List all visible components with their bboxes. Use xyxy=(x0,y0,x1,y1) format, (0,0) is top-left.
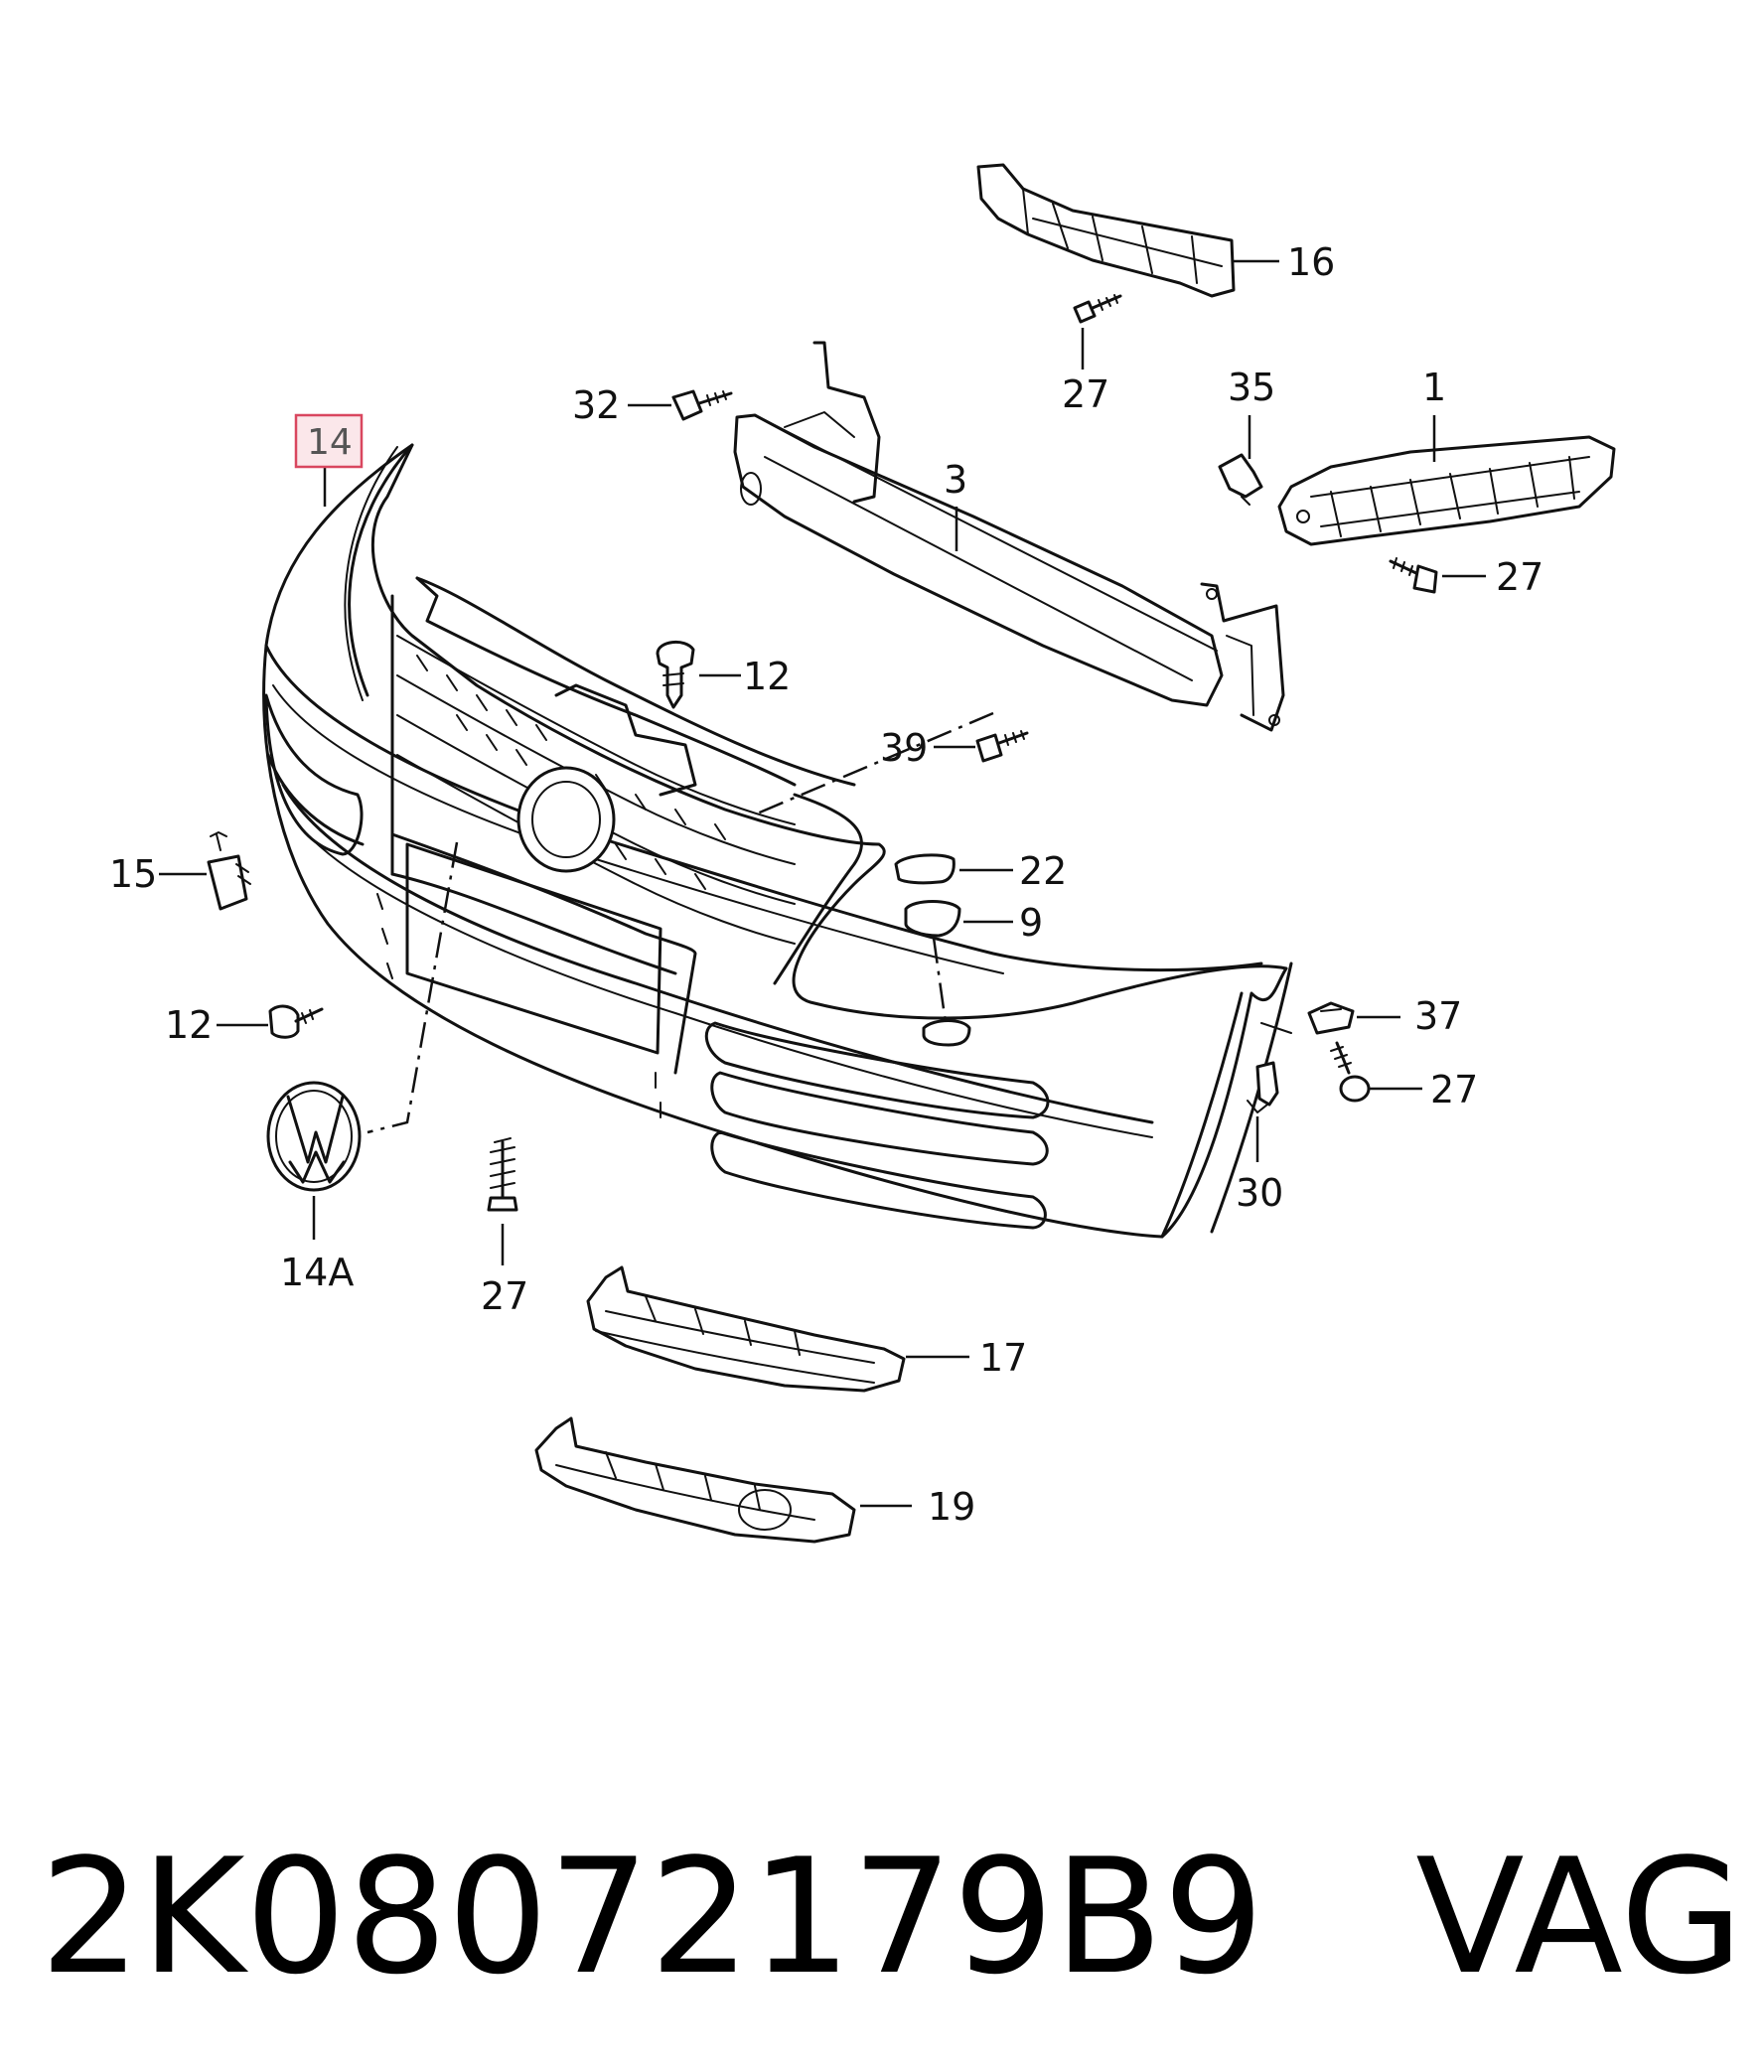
callout-27-bottom: 27 xyxy=(481,1274,528,1318)
leader-lines xyxy=(159,259,1486,1508)
clip-37 xyxy=(1307,1001,1355,1035)
screw-27-bottom xyxy=(487,1137,518,1212)
callout-27-top: 27 xyxy=(1062,372,1109,416)
callout-16: 16 xyxy=(1287,240,1335,284)
callout-14: 14 xyxy=(307,422,353,463)
clip-35 xyxy=(1218,453,1263,506)
callouts: 16 27 32 35 1 3 27 12 39 22 15 9 12 37 2… xyxy=(109,240,1544,1529)
callout-32: 32 xyxy=(572,383,620,427)
screw-27-top xyxy=(1073,294,1122,324)
callout-27-far-right: 27 xyxy=(1430,1068,1478,1111)
callout-12-top: 12 xyxy=(743,655,791,698)
screw-27-right xyxy=(1389,557,1438,594)
emblem-14a xyxy=(266,1081,362,1192)
part-3-reinforcement-bar xyxy=(733,341,1285,732)
callout-14-highlight xyxy=(294,413,364,469)
tow-eye-opening xyxy=(922,1019,971,1047)
callout-14a: 14A xyxy=(280,1251,354,1294)
part-14-bumper-cover xyxy=(262,443,1293,1239)
callout-19: 19 xyxy=(928,1485,975,1529)
bolt-39 xyxy=(975,730,1029,763)
callout-39: 39 xyxy=(880,726,928,770)
clip-30 xyxy=(1247,1061,1279,1113)
screw-27-far-right xyxy=(1330,1041,1371,1103)
screw-12-top xyxy=(656,641,695,709)
callout-22: 22 xyxy=(1019,849,1067,893)
cover-22 xyxy=(894,853,956,885)
grille-17 xyxy=(586,1265,906,1393)
clip-15 xyxy=(207,831,251,911)
parts-diagram: 16 27 32 35 1 3 27 12 39 22 15 9 12 37 2… xyxy=(109,163,1616,1544)
callout-1: 1 xyxy=(1422,366,1446,409)
callout-27-right: 27 xyxy=(1496,555,1544,599)
callout-30: 30 xyxy=(1236,1171,1283,1215)
cover-9 xyxy=(904,900,961,938)
callout-12-left: 12 xyxy=(165,1003,213,1047)
grille-19 xyxy=(534,1416,856,1544)
screw-12-left xyxy=(268,1004,324,1039)
callout-15: 15 xyxy=(109,852,157,896)
callout-37: 37 xyxy=(1414,994,1462,1038)
part-1-guide-bracket xyxy=(1277,435,1616,546)
callout-9: 9 xyxy=(1019,901,1043,945)
bolt-32 xyxy=(671,389,733,421)
callout-35: 35 xyxy=(1228,366,1275,409)
part-number-caption: 2K08072179B9 VAG xyxy=(40,1824,1744,2009)
callout-3: 3 xyxy=(944,458,967,502)
part-16-bracket xyxy=(976,163,1236,298)
callout-17: 17 xyxy=(979,1336,1027,1380)
